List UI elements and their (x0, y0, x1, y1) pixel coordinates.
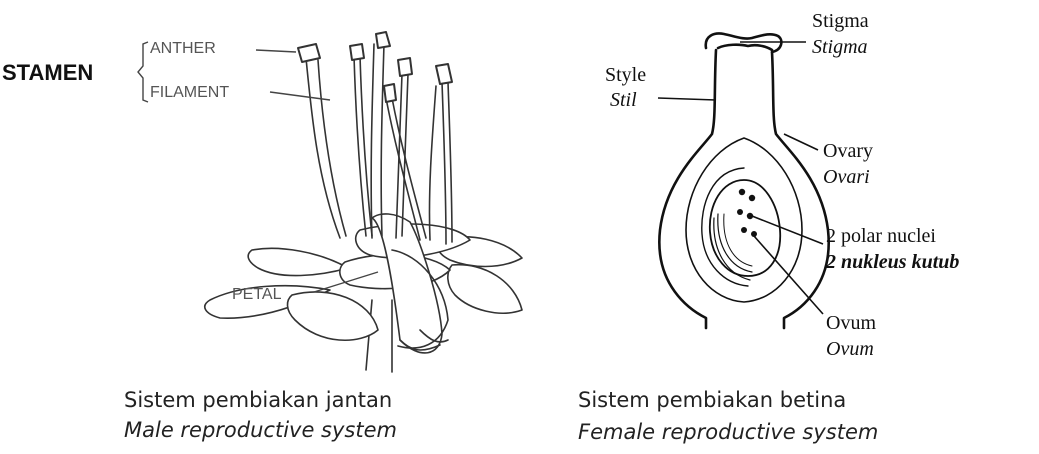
ovum-label-ms: Ovum (826, 338, 874, 361)
ovary-label: Ovary (823, 140, 873, 163)
stamen-label: STAMEN (2, 60, 93, 86)
anther-label: ANTHER (150, 40, 216, 58)
stigma-label: Stigma (812, 10, 869, 33)
style-label-ms: Stil (610, 89, 637, 112)
female-caption-ms: Sistem pembiakan betina (578, 388, 846, 412)
male-caption-ms: Sistem pembiakan jantan (124, 388, 392, 412)
ovum-label: Ovum (826, 312, 876, 335)
female-caption-en: Female reproductive system (578, 420, 878, 444)
female-pistil-drawing (659, 34, 828, 328)
filament-label: FILAMENT (150, 84, 229, 102)
male-flower-drawing (205, 32, 522, 372)
petal-label: PETAL (232, 286, 282, 304)
nuclei-dots (737, 189, 757, 237)
stigma-label-ms: Stigma (812, 36, 868, 59)
female-leaders (658, 42, 823, 314)
polar-nuclei-label-ms: 2 nukleus kutub (826, 251, 959, 274)
polar-nuclei-label: 2 polar nuclei (826, 225, 936, 248)
ovary-label-ms: Ovari (823, 166, 870, 189)
male-caption-en: Male reproductive system (124, 418, 397, 442)
style-label: Style (605, 64, 646, 87)
